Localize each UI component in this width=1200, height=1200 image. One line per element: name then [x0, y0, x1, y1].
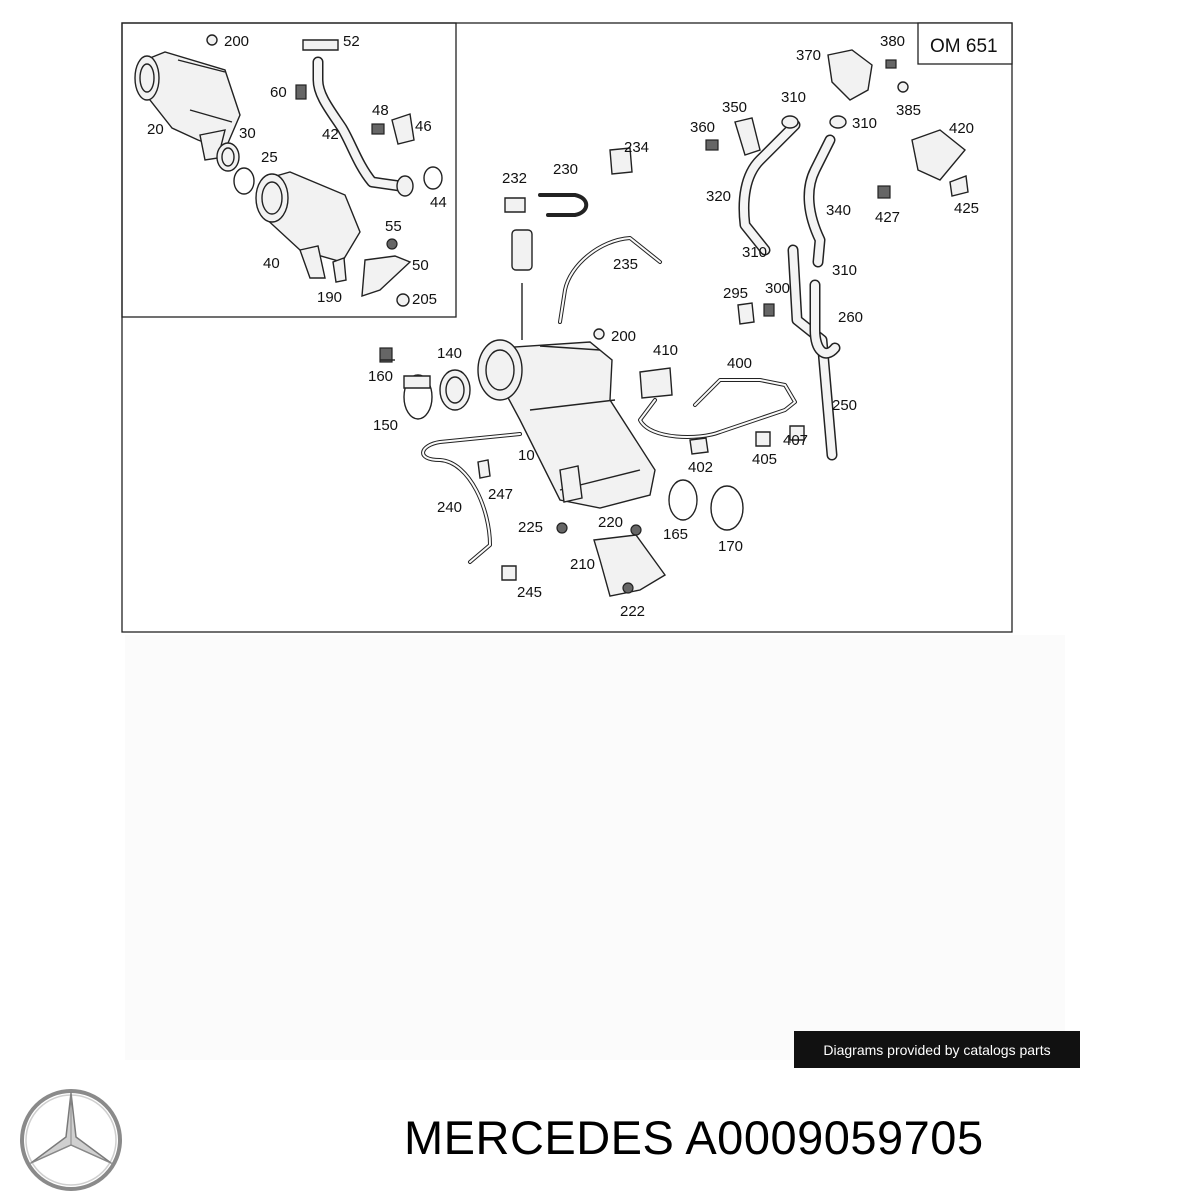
label-222: 222	[620, 603, 645, 620]
inset-parts	[134, 34, 443, 307]
inset-frame	[121, 22, 457, 318]
label-10: 10	[518, 447, 535, 464]
label-60: 60	[270, 84, 287, 101]
label-150: 150	[373, 417, 398, 434]
callout-labels: 200 52 60 20 30 42 48 46 25 44 55 40 50 …	[147, 33, 979, 620]
label-245: 245	[517, 584, 542, 601]
label-410: 410	[653, 342, 678, 359]
label-310-right: 310	[832, 262, 857, 279]
label-320: 320	[706, 188, 731, 205]
diagram-frame	[121, 22, 1013, 633]
label-250: 250	[832, 397, 857, 414]
label-200-inset: 200	[224, 33, 249, 50]
engine-code-box	[917, 22, 1013, 65]
label-360: 360	[690, 119, 715, 136]
label-310-top-left: 310	[781, 89, 806, 106]
label-205: 205	[412, 291, 437, 308]
label-425: 425	[954, 200, 979, 217]
label-55: 55	[385, 218, 402, 235]
label-220: 220	[598, 514, 623, 531]
label-40: 40	[263, 255, 280, 272]
label-402: 402	[688, 459, 713, 476]
label-190: 190	[317, 289, 342, 306]
label-25: 25	[261, 149, 278, 166]
label-407: 407	[783, 432, 808, 449]
label-170: 170	[718, 538, 743, 555]
credit-badge: Diagrams provided by catalogs parts	[794, 1031, 1080, 1068]
label-225: 225	[518, 519, 543, 536]
page-title: MERCEDES A0009059705	[404, 1111, 984, 1164]
label-50: 50	[412, 257, 429, 274]
label-200-main: 200	[611, 328, 636, 345]
label-52: 52	[343, 33, 360, 50]
label-44: 44	[430, 194, 447, 211]
label-310-top-right: 310	[852, 115, 877, 132]
label-240: 240	[437, 499, 462, 516]
label-165: 165	[663, 526, 688, 543]
label-370: 370	[796, 47, 821, 64]
label-340: 340	[826, 202, 851, 219]
label-400: 400	[727, 355, 752, 372]
leader-lines	[380, 283, 523, 361]
hose-assembly	[705, 49, 969, 461]
engine-code-text: OM 651	[930, 36, 998, 57]
parts-diagram: OM 651	[121, 22, 1013, 633]
label-48: 48	[372, 102, 389, 119]
label-230: 230	[553, 161, 578, 178]
label-420: 420	[949, 120, 974, 137]
label-300: 300	[765, 280, 790, 297]
label-295: 295	[723, 285, 748, 302]
label-234: 234	[624, 139, 649, 156]
label-385: 385	[896, 102, 921, 119]
label-210: 210	[570, 556, 595, 573]
mercedes-star-logo-icon	[20, 1089, 122, 1191]
diagram-background	[125, 635, 1065, 1060]
label-140: 140	[437, 345, 462, 362]
label-46: 46	[415, 118, 432, 135]
label-42: 42	[322, 126, 339, 143]
label-427: 427	[875, 209, 900, 226]
label-160: 160	[368, 368, 393, 385]
main-dpf	[379, 147, 805, 597]
label-260: 260	[838, 309, 863, 326]
label-247: 247	[488, 486, 513, 503]
label-30: 30	[239, 125, 256, 142]
label-232: 232	[502, 170, 527, 187]
label-20: 20	[147, 121, 164, 138]
label-405: 405	[752, 451, 777, 468]
label-235: 235	[613, 256, 638, 273]
label-350: 350	[722, 99, 747, 116]
label-310-middle: 310	[742, 244, 767, 261]
label-380: 380	[880, 33, 905, 50]
